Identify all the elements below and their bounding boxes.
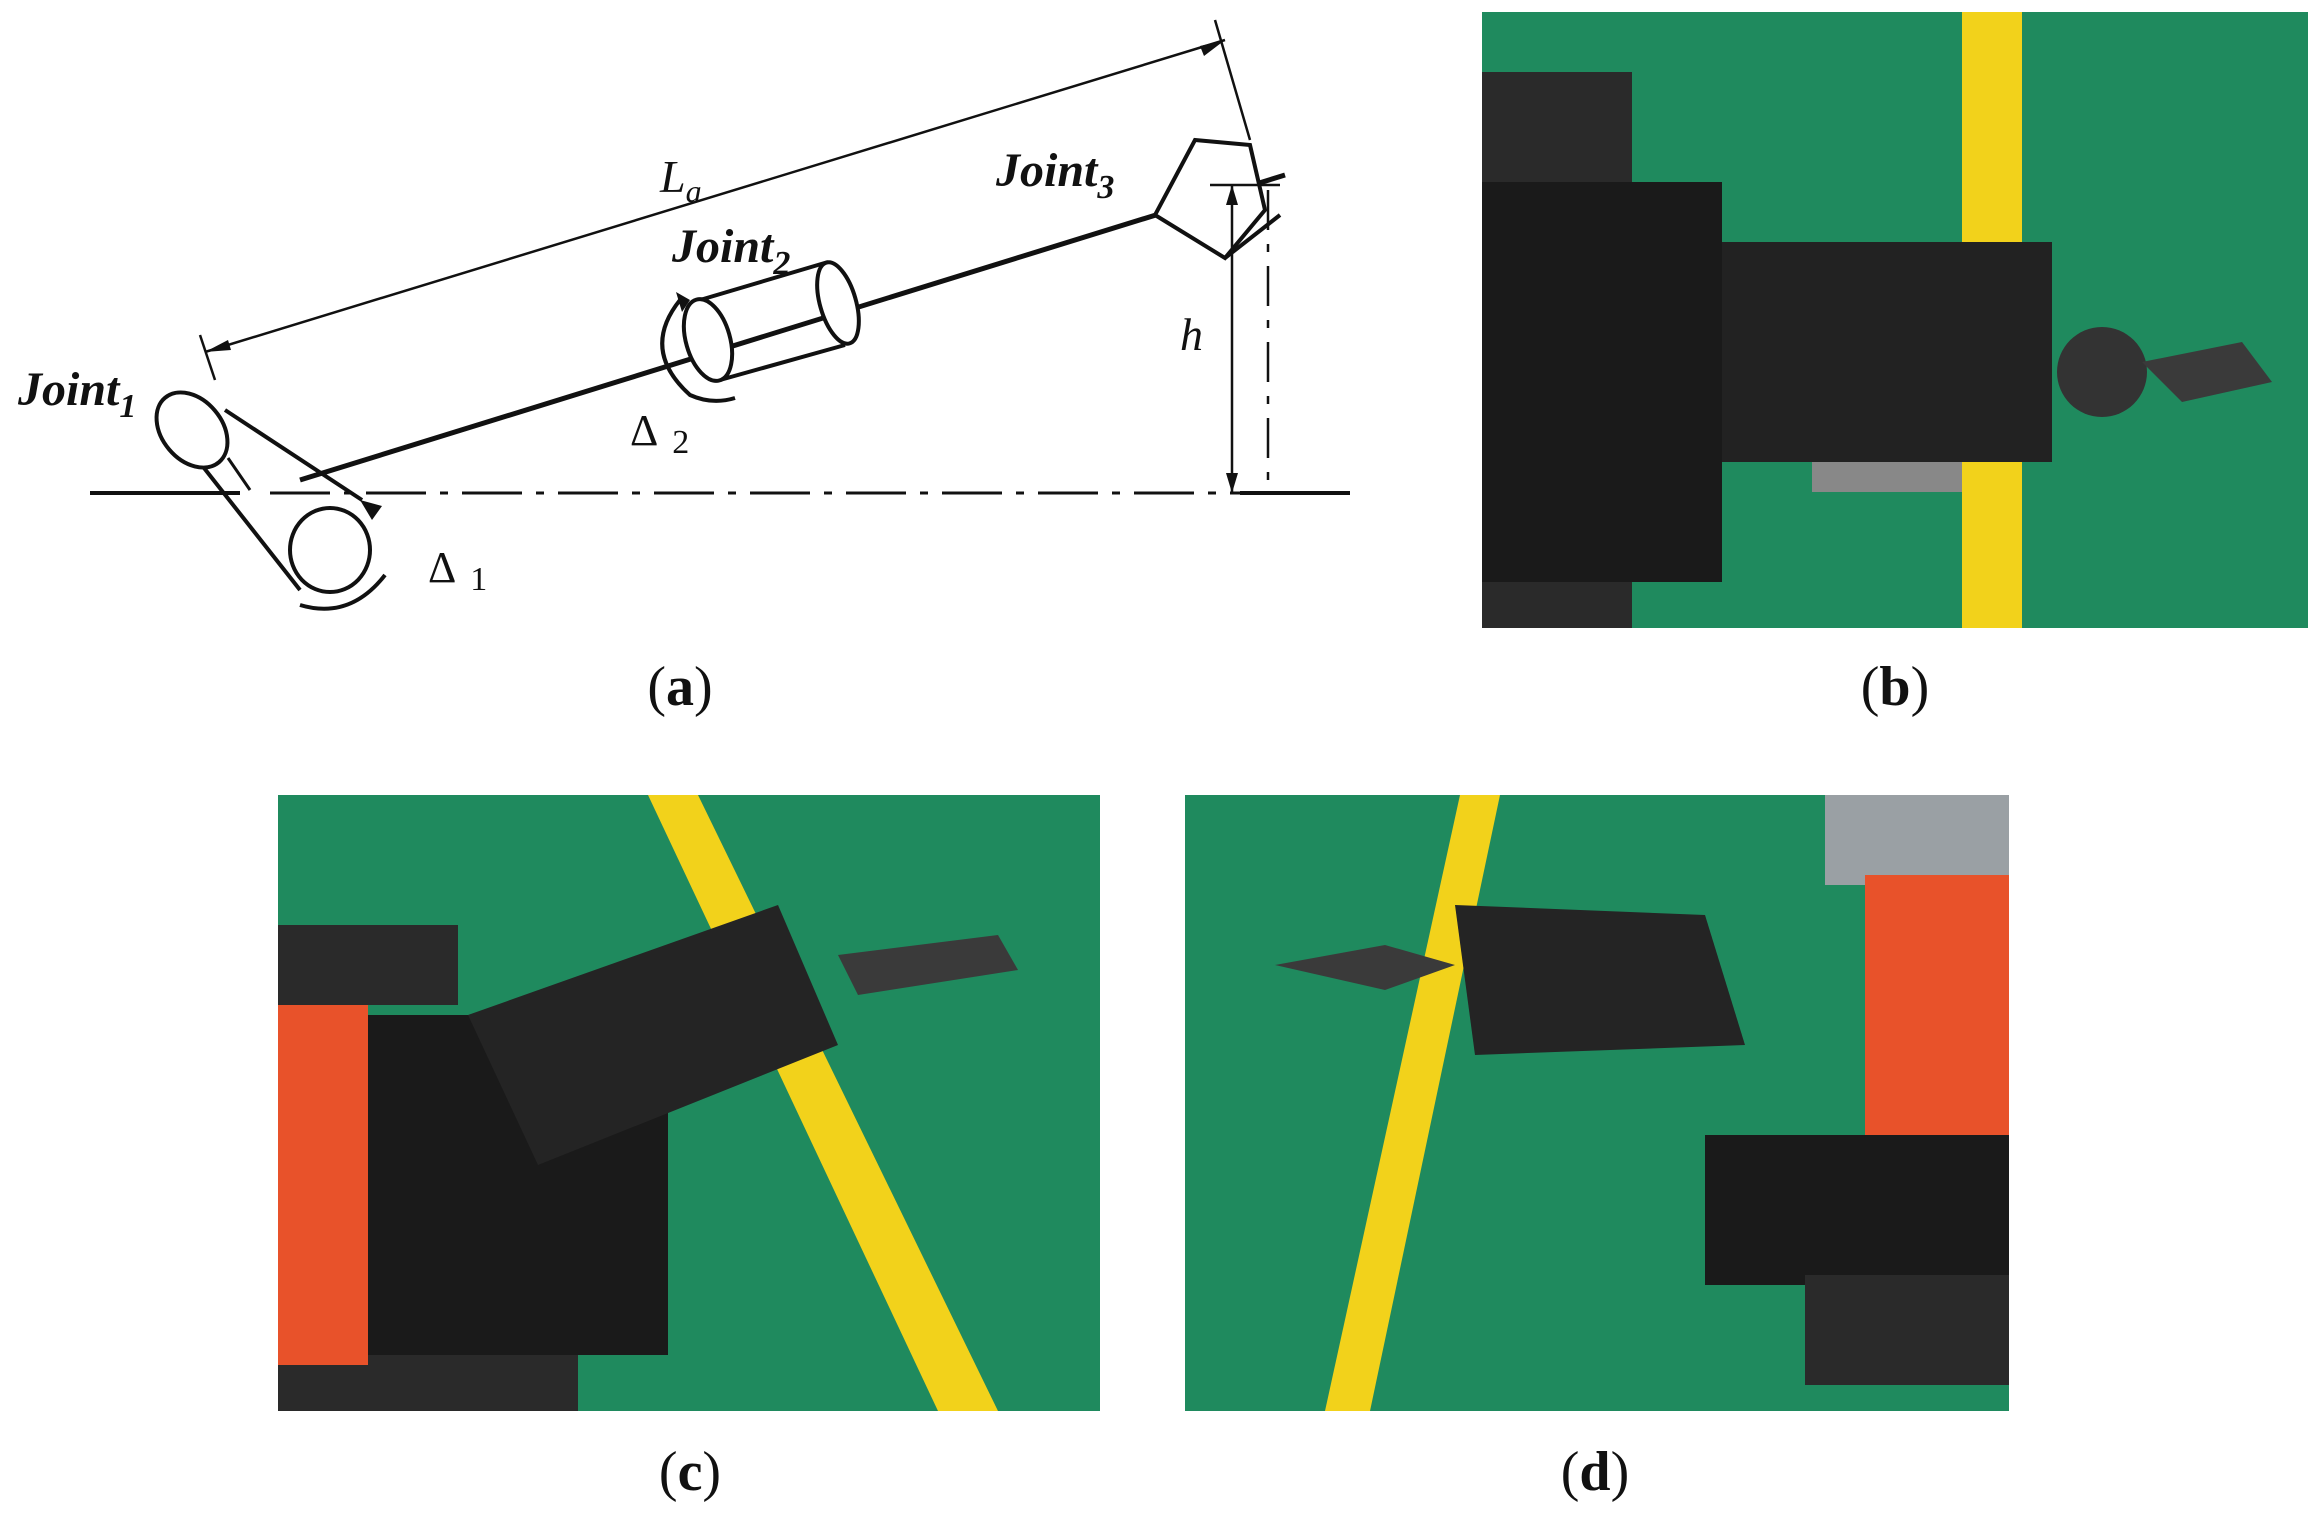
height-arrow-top xyxy=(1226,185,1238,205)
gripper xyxy=(838,935,1018,995)
height-arrow-bottom xyxy=(1226,473,1238,493)
gripper xyxy=(1275,945,1455,990)
joint3-label: Joint3 xyxy=(995,144,1114,206)
orange-body xyxy=(278,1005,368,1365)
panel-b-photo xyxy=(1482,12,2308,628)
joint1-label: Joint1 xyxy=(17,363,136,425)
joint1-cylinder xyxy=(154,390,387,611)
robot-photo-b xyxy=(1482,12,2308,628)
length-label: La xyxy=(659,151,702,209)
length-dimension-line xyxy=(204,38,1226,354)
arm-link xyxy=(299,172,1286,483)
chassis xyxy=(1705,1135,2009,1285)
joint2-cylinder xyxy=(660,260,861,403)
panel-c-photo xyxy=(278,795,1100,1411)
length-arrow-left xyxy=(205,340,231,352)
length-ext-right xyxy=(1213,19,1252,141)
caption-b: (b) xyxy=(1860,656,1930,718)
robot-photo-c xyxy=(278,795,1100,1411)
track-top xyxy=(278,925,458,1005)
panel-d-photo xyxy=(1185,795,2009,1411)
height-label: h xyxy=(1180,309,1203,360)
joint3-wedge xyxy=(1152,137,1282,261)
chassis xyxy=(1482,182,1722,582)
track-top xyxy=(1482,72,1632,182)
arm-mechanism xyxy=(1722,242,2052,462)
caption-a: (a) xyxy=(647,656,713,718)
arm-mechanism xyxy=(468,905,838,1165)
wrist-motor xyxy=(2057,327,2147,417)
robot-photo-d xyxy=(1185,795,2009,1411)
arm-plate xyxy=(1812,462,1962,492)
length-ext-left xyxy=(198,334,217,381)
caption-c: (c) xyxy=(658,1441,722,1503)
background-machine xyxy=(1825,795,2009,885)
joint2-label: Joint2 xyxy=(671,220,790,282)
arm-mechanism xyxy=(1455,905,1745,1055)
track xyxy=(1805,1275,2009,1385)
caption-d: (d) xyxy=(1560,1441,1630,1503)
gripper xyxy=(2142,342,2272,402)
orange-body xyxy=(1865,875,2009,1135)
length-arrow-right xyxy=(1200,40,1225,56)
yellow-floor-line xyxy=(1325,795,1500,1411)
